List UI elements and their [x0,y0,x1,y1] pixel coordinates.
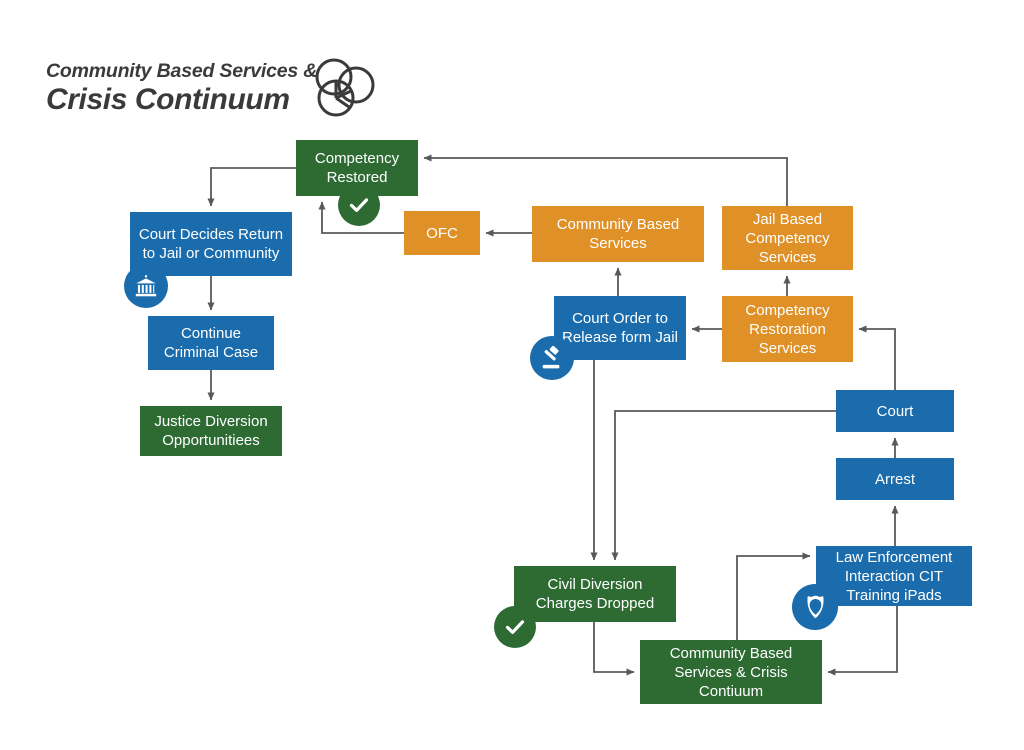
node-label: Law Enforcement Interaction CIT Training… [835,548,953,604]
edge-court-to-competency-restoration [858,325,896,390]
node-label: Court Order to Release form Jail [562,310,678,346]
node-label: Community Based Services & Crisis Contiu… [669,644,793,700]
node-jail-based-competency[interactable]: Jail Based Competency Services [722,206,853,270]
node-label: OFC [426,224,458,242]
node-label: Court [876,402,914,420]
node-label: Jail Based Competency Services [745,210,830,266]
edge-community-crisis-to-law-enforcement [736,552,811,640]
node-court-decides[interactable]: Court Decides Return to Jail or Communit… [130,212,292,276]
node-label: Continue Criminal Case [163,325,259,361]
node-label: Civil Diversion Charges Dropped [535,576,655,612]
node-justice-diversion[interactable]: Justice Diversion Opportunitiees [140,406,282,456]
node-arrest[interactable]: Arrest [836,458,954,500]
gavel-icon [530,336,574,380]
node-community-crisis[interactable]: Community Based Services & Crisis Contiu… [640,640,822,704]
node-civil-diversion[interactable]: Civil Diversion Charges Dropped [514,566,676,622]
edge-civil-diversion-to-community-crisis [593,622,635,676]
node-label: Competency Restored [314,150,400,186]
courthouse-icon [124,264,168,308]
police-badge-icon [792,584,838,630]
node-label: Community Based Services [556,216,680,252]
node-label: Competency Restoration Services [745,301,830,357]
node-court-order-release[interactable]: Court Order to Release form Jail [554,296,686,360]
edge-ofc-to-competency-restored [318,201,404,234]
edge-law-enforcement-to-community-crisis [827,606,898,676]
logo-title-line2: Crisis Continuum [46,83,290,116]
edge-competency-restored-to-court-decides [207,167,296,207]
node-continue-criminal-case[interactable]: Continue Criminal Case [148,316,274,370]
edge-jail-based-to-competency-restored [423,154,788,206]
logo-title-line1: Community Based Services & [46,60,318,82]
check-icon [494,606,536,648]
node-label: Arrest [874,470,915,488]
node-community-based-services[interactable]: Community Based Services [532,206,704,262]
page-header: Community Based Services & Crisis Contin… [46,57,386,126]
node-court[interactable]: Court [836,390,954,432]
check-icon [338,184,380,226]
node-label: Justice Diversion Opportunitiees [154,413,268,449]
node-law-enforcement[interactable]: Law Enforcement Interaction CIT Training… [816,546,972,606]
node-competency-restoration[interactable]: Competency Restoration Services [722,296,853,362]
node-label: Court Decides Return to Jail or Communit… [138,226,284,262]
edge-court-to-civil-diversion [611,410,836,561]
three-overlapping-circles-icon [308,57,378,119]
node-ofc[interactable]: OFC [404,211,480,255]
